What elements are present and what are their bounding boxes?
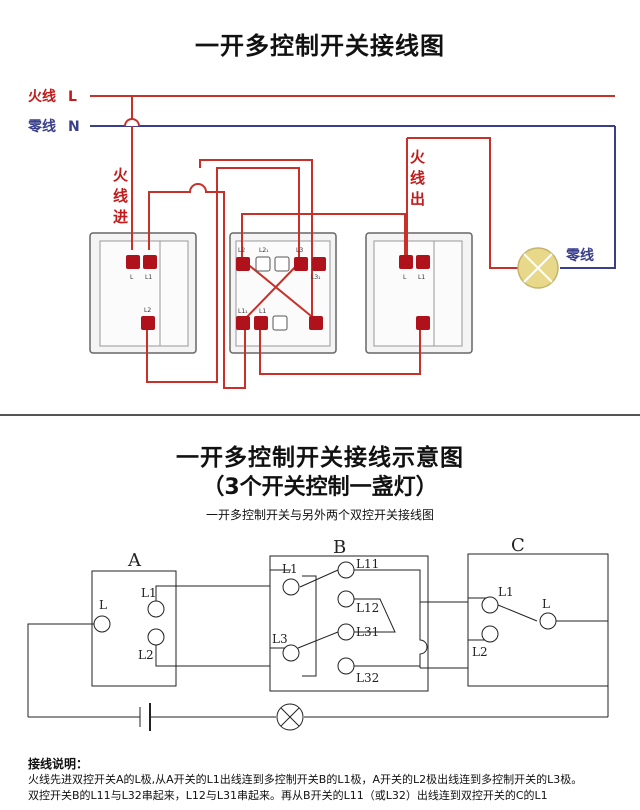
schematic-subtitle: 一开多控制开关与另外两个双控开关接线图 <box>205 508 434 522</box>
terminal-labels: L L1 L2 L2 L2₁ L3 L3₁ L1₁ L1 L L1 <box>130 247 425 315</box>
wire-hop <box>124 118 140 127</box>
s2-term-L2: L2 <box>238 247 245 254</box>
notes-line: 火线先进双控开关A的L极,从A开关的L1出线连到多控制开关B的L1极，A开关的L… <box>28 773 583 786</box>
schematic-terminal-labels: L L1 L2 L1 L11 L12 L3 L31 L32 L1 L L2 <box>99 557 550 685</box>
s2-term-L3: L3 <box>296 247 303 254</box>
s1-term-L2: L2 <box>144 307 151 314</box>
box-c-letter: C <box>511 535 525 556</box>
live-in-char: 进 <box>113 208 128 226</box>
switch-plate-1 <box>89 232 197 354</box>
lamp-icon <box>517 247 559 289</box>
terminal <box>126 255 140 269</box>
terminal <box>272 315 288 331</box>
terminal <box>294 257 308 271</box>
box-a <box>91 570 177 687</box>
notes-line: 双控开关B的L11与L32串起来，L12与L31串起来。再从B开关的L11（或L… <box>28 789 548 802</box>
schematic-lamp-icon <box>276 703 304 731</box>
top-diagram-svg: L L1 L2 L2 L2₁ L3 L3₁ L1₁ L1 L L1 火线 L 零… <box>27 88 616 389</box>
live-in-label: 火 线 进 <box>113 166 129 226</box>
s2-term-L11: L1₁ <box>238 308 248 315</box>
terminal <box>141 316 155 330</box>
terminal <box>255 256 271 272</box>
b-term <box>282 644 300 662</box>
s3-term-L: L <box>403 274 407 281</box>
schematic-wires <box>27 569 609 718</box>
box-a-letter: A <box>127 550 142 571</box>
schematic-boxes <box>91 553 609 692</box>
b-label-L31: L31 <box>356 625 379 639</box>
terminal <box>309 316 323 330</box>
a-term <box>93 615 111 633</box>
panel-divider <box>0 414 640 416</box>
bottom-schematic: 一开多控制开关接线示意图 （3个开关控制一盏灯） 一开多控制开关与另外两个双控开… <box>0 416 640 810</box>
live-in-char: 线 <box>113 187 128 205</box>
box-b-letter: B <box>333 537 346 558</box>
terminal <box>274 256 290 272</box>
neutral-letter: N <box>68 119 80 135</box>
terminal-group <box>126 255 430 331</box>
c-label-L1: L1 <box>498 585 514 599</box>
live-out-char: 出 <box>410 190 425 208</box>
b-term <box>337 657 355 675</box>
schematic-title: 一开多控制开关接线示意图 <box>176 445 464 471</box>
s1-term-L1: L1 <box>145 274 152 281</box>
s3-term-L1: L1 <box>418 274 425 281</box>
battery-icon <box>139 703 151 731</box>
box-b <box>269 555 429 692</box>
live-out-char: 火 <box>410 148 426 166</box>
live-letter: L <box>68 89 77 105</box>
c-term <box>481 596 499 614</box>
b-label-L3: L3 <box>272 632 288 646</box>
a-term <box>147 600 165 618</box>
neutral-label: 零线 <box>27 118 56 135</box>
terminal <box>312 257 326 271</box>
terminal <box>143 255 157 269</box>
lamp-neutral-label: 零线 <box>565 247 594 264</box>
a-term <box>147 628 165 646</box>
c-term <box>539 612 557 630</box>
schematic-svg: A B C <box>27 535 609 731</box>
b-term <box>282 578 300 596</box>
live-out-char: 线 <box>410 169 425 187</box>
b-label-L32: L32 <box>356 671 379 685</box>
terminal <box>399 255 413 269</box>
red-wires <box>131 96 540 389</box>
b-term <box>337 623 355 641</box>
c-label-L: L <box>542 597 550 611</box>
a-label-L1: L1 <box>141 586 157 600</box>
terminal <box>254 316 268 330</box>
terminal <box>416 316 430 330</box>
a-label-L: L <box>99 598 107 612</box>
b-term <box>337 561 355 579</box>
s1-term-L: L <box>130 274 134 281</box>
terminal <box>236 316 250 330</box>
s2-term-L1: L1 <box>259 308 266 315</box>
schematic-title-sub: （3个开关控制一盏灯） <box>202 475 438 500</box>
live-in-char: 火 <box>113 166 129 184</box>
schematic-terminals <box>93 561 557 675</box>
notes-title: 接线说明： <box>28 757 89 771</box>
s2-term-L21: L2₁ <box>259 247 269 254</box>
terminal <box>416 255 430 269</box>
c-term <box>481 625 499 643</box>
b-label-L11: L11 <box>356 557 379 571</box>
b-term <box>337 590 355 608</box>
c-label-L2: L2 <box>472 645 488 659</box>
neutral-to-lamp <box>560 126 616 269</box>
terminal <box>236 257 250 271</box>
live-label: 火线 <box>28 88 56 105</box>
top-title: 一开多控制开关接线图 <box>195 32 445 60</box>
wiring-notes: 接线说明： 火线先进双控开关A的L极,从A开关的L1出线连到多控制开关B的L1极… <box>28 756 628 804</box>
b-label-L1: L1 <box>282 562 298 576</box>
live-out-label: 火 线 出 <box>410 148 426 208</box>
box-letters: A B C <box>127 535 525 571</box>
a-label-L2: L2 <box>138 648 154 662</box>
s2-term-L31: L3₁ <box>311 274 321 281</box>
top-wiring-diagram: 一开多控制开关接线图 <box>27 32 616 389</box>
box-c <box>467 553 609 687</box>
b-label-L12: L12 <box>356 601 379 615</box>
